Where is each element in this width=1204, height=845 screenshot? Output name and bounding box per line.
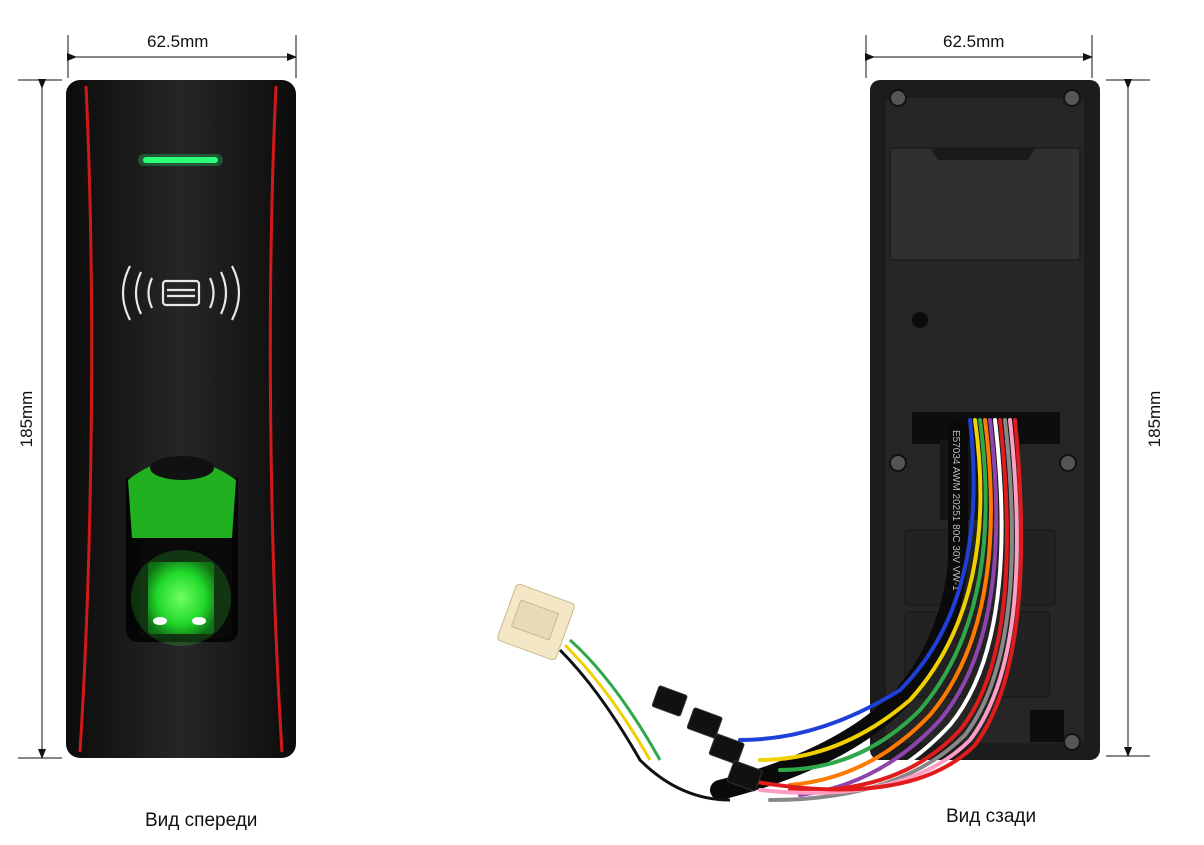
mounting-plate [889, 147, 1081, 261]
cable-print: E57034 AWM 20251 80C 30V VW-1 [950, 430, 961, 591]
front-caption: Вид спереди [145, 810, 258, 831]
black-connectors [651, 685, 763, 792]
front-view [18, 35, 297, 759]
colored-wires [738, 418, 1024, 802]
front-width-label: 62.5mm [147, 32, 209, 51]
front-height-dimension [18, 79, 62, 759]
left-red-stripe [78, 85, 94, 753]
back-height-label: 185mm [1145, 390, 1164, 448]
status-led [143, 157, 218, 163]
back-width-label: 62.5mm [943, 32, 1005, 51]
back-height-dimension [1106, 79, 1150, 757]
front-height-label: 185mm [17, 390, 36, 448]
reset-button [1030, 710, 1064, 742]
back-caption: Вид сзади [946, 806, 1037, 827]
right-red-stripe [268, 85, 284, 753]
front-housing [66, 80, 296, 758]
screw-icons [889, 89, 1081, 751]
mounting-hole [912, 312, 928, 328]
back-view: E57034 AWM 20251 80C 30V VW-1 [497, 35, 1150, 802]
white-connector [497, 583, 575, 661]
front-width-dimension [67, 35, 297, 78]
fingerprint-sensor [126, 456, 238, 646]
rfid-card-icon [121, 265, 241, 321]
back-width-dimension [865, 35, 1093, 78]
